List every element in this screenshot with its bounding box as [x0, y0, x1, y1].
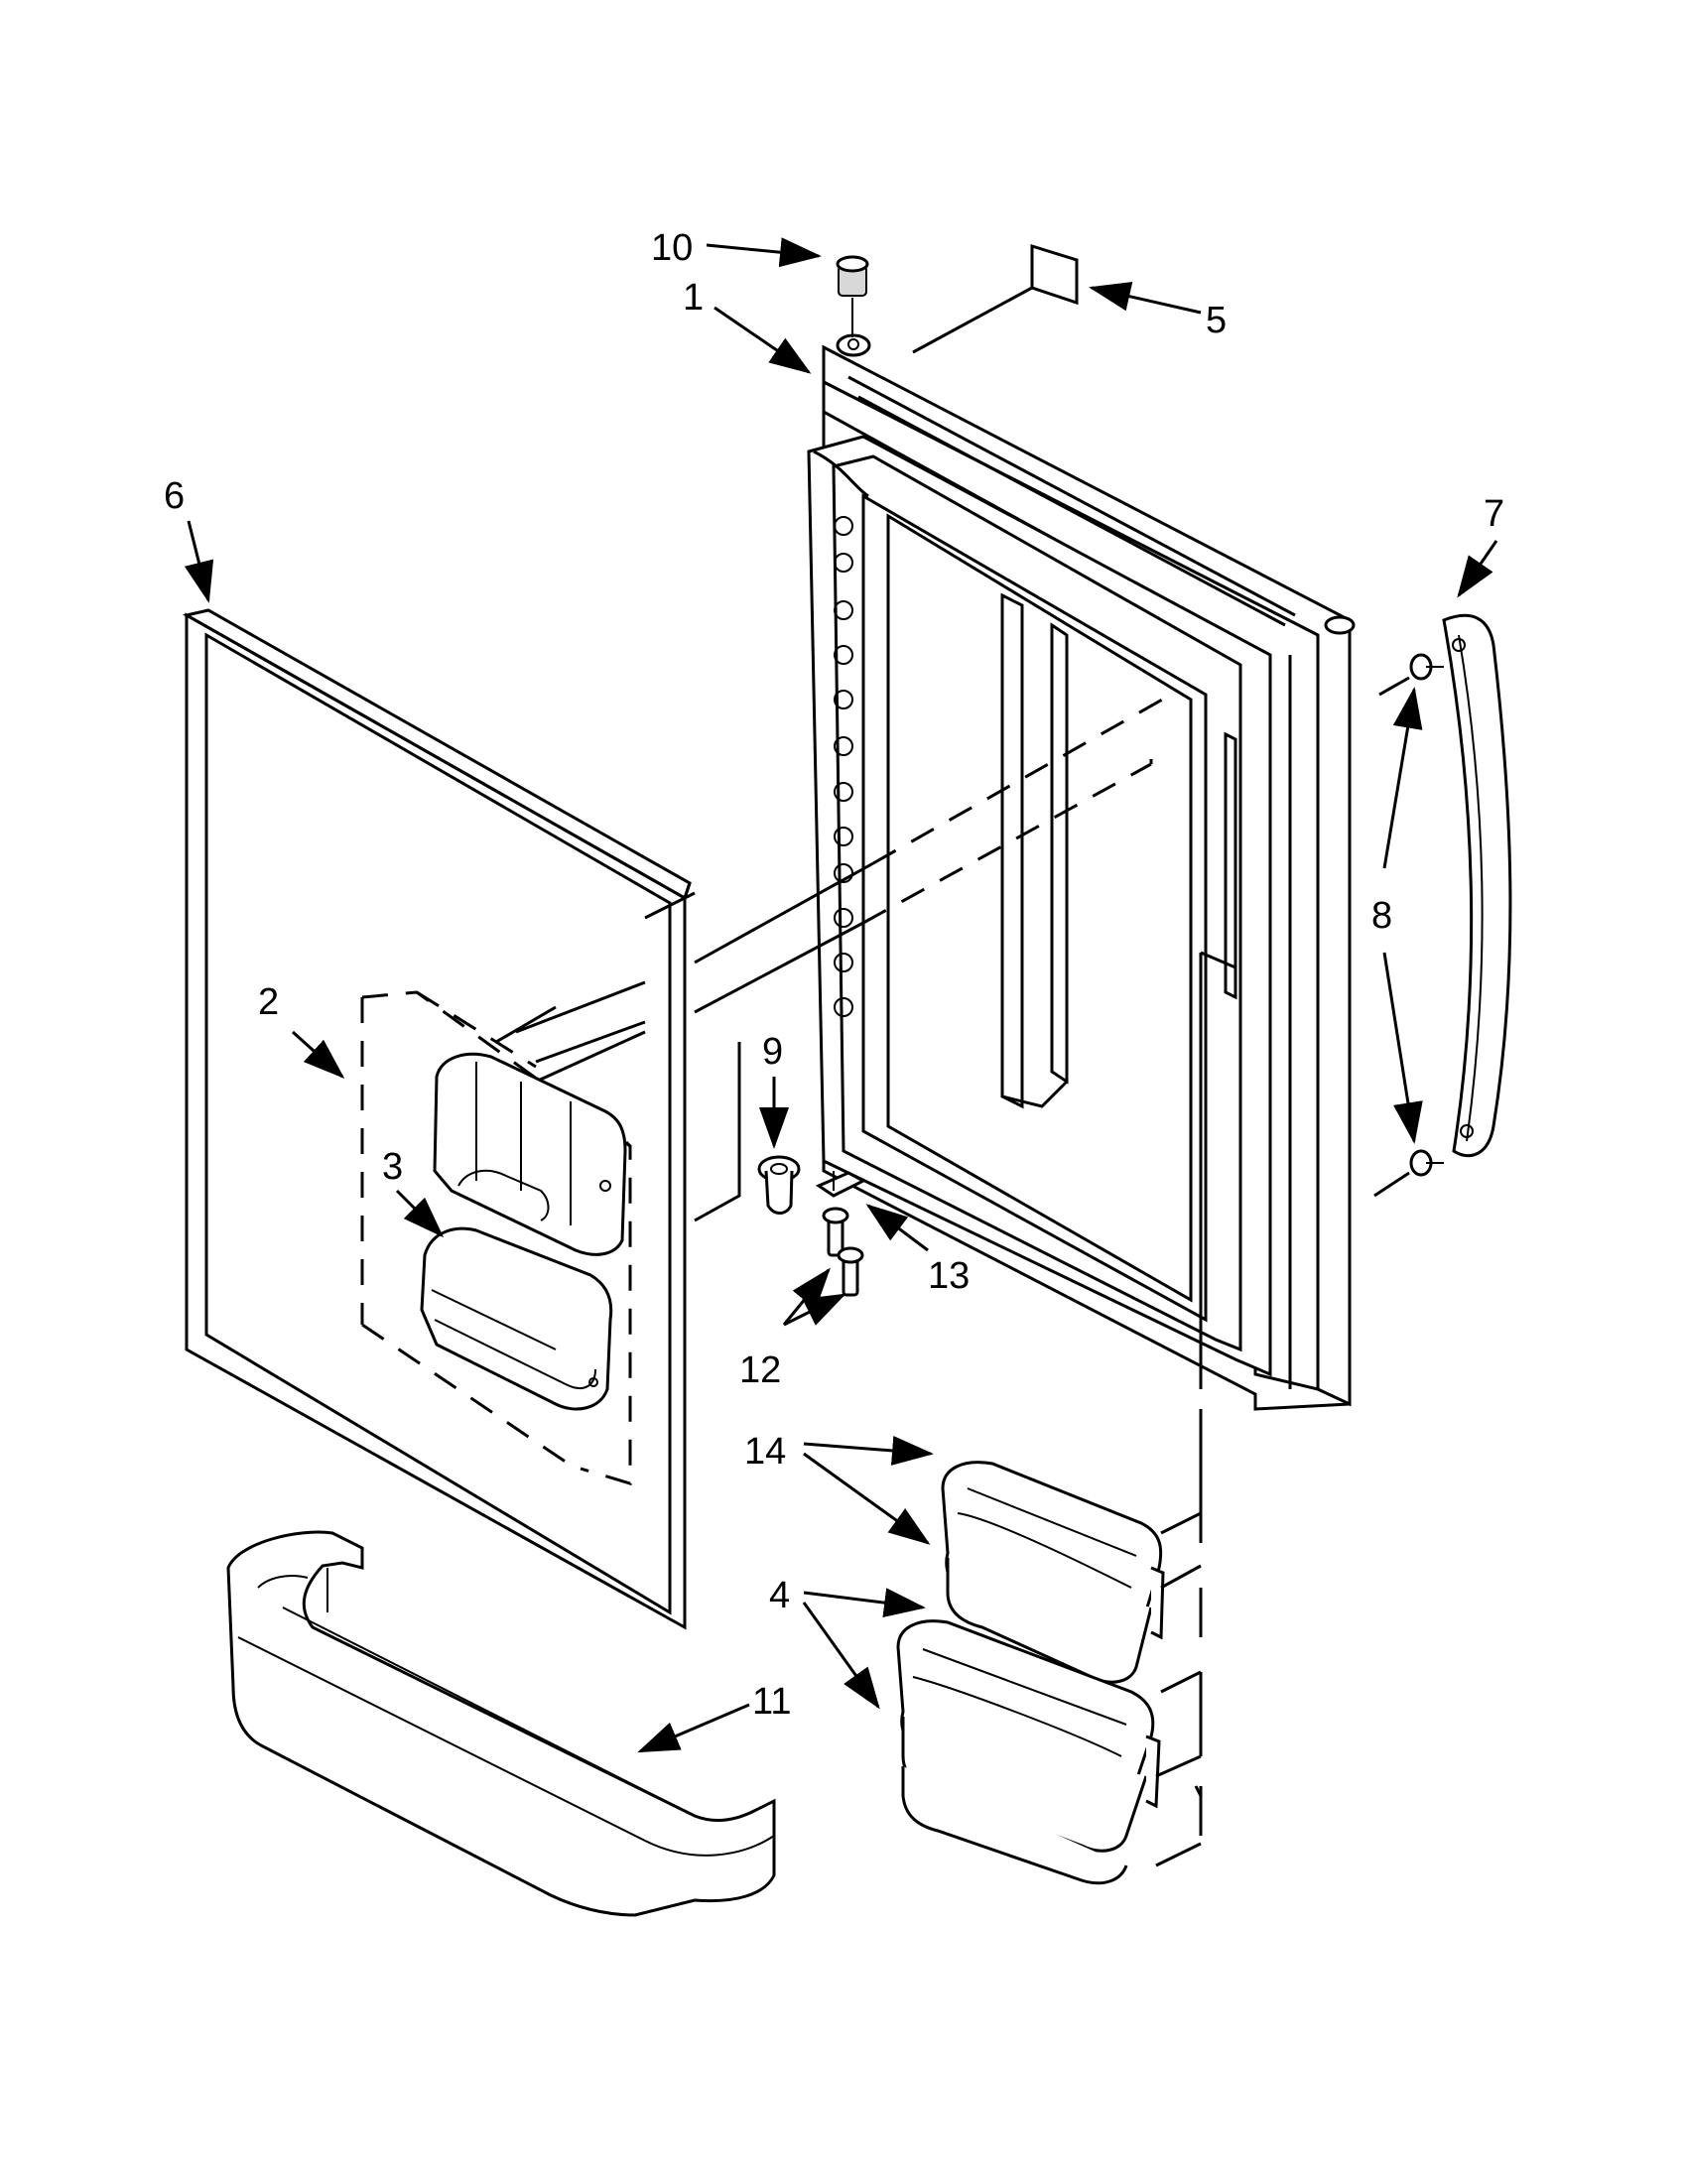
- handle-mount-screws: [1373, 653, 1444, 1198]
- callout-13: 13: [928, 1255, 970, 1297]
- callout-2: 2: [258, 981, 279, 1023]
- door-inner-liner: [807, 435, 1272, 1377]
- bottom-door-bin: [226, 1530, 776, 1917]
- callout-11: 11: [752, 1681, 791, 1723]
- callout-5: 5: [1206, 300, 1227, 341]
- door-bins-lower: [896, 1619, 1161, 1885]
- alignment-lines: [495, 693, 1172, 1222]
- callout-12: 12: [739, 1349, 781, 1391]
- door-bins-upper: [941, 1461, 1165, 1684]
- callout-6: 6: [164, 475, 185, 517]
- leader-lines: [184, 237, 1498, 1753]
- callout-14: 14: [744, 1431, 786, 1473]
- hinge-bracket: [815, 1171, 867, 1198]
- callout-7: 7: [1484, 493, 1504, 535]
- door-plug: [757, 1155, 801, 1215]
- callout-10: 10: [651, 227, 693, 269]
- hinge-cap: [836, 255, 869, 337]
- callout-1: 1: [683, 277, 704, 319]
- bin-alignment-lines: [1155, 951, 1236, 1867]
- dispenser-housing: [433, 1052, 627, 1256]
- shelf-peg-column: [834, 516, 853, 1017]
- door-handle: [1442, 613, 1512, 1158]
- callout-labels: 10 1 5 6 7 8 2 9 3 13 12 14 4 11: [164, 227, 1504, 1723]
- callout-9: 9: [762, 1031, 783, 1073]
- callout-8: 8: [1371, 895, 1392, 937]
- callout-4: 4: [769, 1575, 790, 1616]
- door-label: [912, 243, 1079, 354]
- callout-3: 3: [382, 1146, 403, 1188]
- screws: [822, 1207, 864, 1297]
